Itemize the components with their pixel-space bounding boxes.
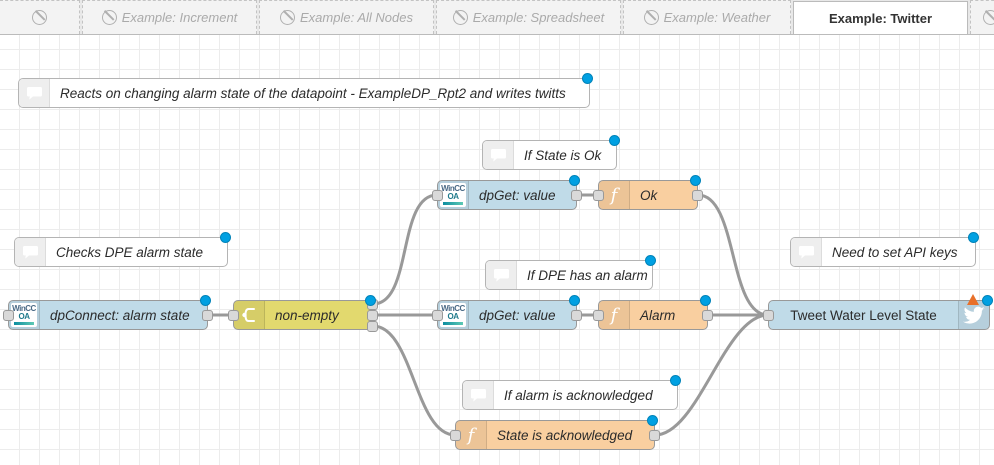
node-output-port[interactable] [367,320,378,332]
node-input-port[interactable] [432,309,443,321]
flow-tab-example-spreadsheet[interactable]: Example: Spreadsheet [436,0,621,34]
node-func-state-ack[interactable]: f State is acknowledged [450,415,660,450]
comment-icon [15,238,46,266]
twitter-bird-icon [958,301,989,329]
node-label: Need to set API keys [832,244,958,260]
node-output-port[interactable] [571,309,582,321]
disabled-flow-icon [32,10,47,25]
node-func-alarm[interactable]: f Alarm [593,295,713,330]
node-comment-state-ok[interactable]: If State is Ok [482,135,620,170]
node-status-dot[interactable] [982,295,993,306]
comment-icon [483,141,514,169]
node-input-port[interactable] [228,309,239,321]
node-label: Tweet Water Level State [790,307,937,323]
comment-icon [791,238,822,266]
node-label: If DPE has an alarm [527,267,648,283]
function-icon: f [456,421,487,449]
node-output-port[interactable] [367,309,378,321]
node-status-dot[interactable] [645,255,656,266]
node-label: Alarm [640,307,676,323]
wire-switch-nonempty-to-dpget-top[interactable] [372,193,438,306]
function-icon: f [599,301,630,329]
node-label: non-empty [275,307,339,323]
node-switch-nonempty[interactable]: non-empty [228,295,378,332]
node-status-dot[interactable] [670,375,681,386]
node-label: If alarm is acknowledged [504,387,653,403]
node-label: If State is Ok [524,147,602,163]
node-status-dot[interactable] [700,295,711,306]
comment-icon [19,79,50,107]
disabled-flow-icon [643,10,659,25]
node-label: dpConnect: alarm state [50,307,190,323]
wire-switch-nonempty-to-func-state-ack[interactable] [372,324,456,437]
node-label: State is acknowledged [497,427,633,443]
comment-icon [463,381,494,409]
node-comment-alarm-ack[interactable]: If alarm is acknowledged [462,375,681,410]
node-status-dot[interactable] [690,175,701,186]
flow-tab-example-increment[interactable]: Example: Increment [82,0,257,34]
flow-tab-example-all-nodes[interactable]: Example: All Nodes [259,0,434,34]
node-label: dpGet: value [479,187,556,203]
svg-text:f: f [466,425,478,445]
node-status-dot[interactable] [609,135,620,146]
flow-tab-label: Example: All Nodes [300,10,413,25]
disabled-flow-icon [452,10,468,25]
node-input-port[interactable] [763,309,774,321]
svg-text:f: f [609,185,621,205]
node-comment-api-keys[interactable]: Need to set API keys [790,232,979,267]
node-comment-checks-dpe[interactable]: Checks DPE alarm state [14,232,231,267]
disabled-flow-icon [280,10,296,25]
node-comment-dpe-alarm[interactable]: If DPE has an alarm [485,255,656,290]
node-status-dot[interactable] [968,232,979,243]
flow-tab-example-twitter[interactable]: Example: Twitter [793,1,968,34]
flow-tab-bar[interactable]: Example: Increment Example: All Nodes Exam… [0,0,994,35]
node-status-dot[interactable] [569,295,580,306]
node-status-dot[interactable] [647,415,658,426]
flow-tab-label: Example: Weather [663,10,771,25]
node-twitter-out[interactable]: Tweet Water Level State [763,294,993,330]
node-input-port[interactable] [3,309,14,321]
node-output-port[interactable] [571,189,582,201]
node-status-dot[interactable] [569,175,580,186]
node-status-dot[interactable] [220,232,231,243]
node-status-dot[interactable] [365,295,376,306]
flow-canvas[interactable]: Reacts on changing alarm state of the da… [0,35,994,465]
node-output-port[interactable] [702,309,713,321]
node-status-dot[interactable] [582,73,593,84]
node-input-port[interactable] [593,189,604,201]
disabled-flow-icon [101,10,117,25]
node-label: Ok [640,187,658,203]
node-output-port[interactable] [649,429,660,441]
switch-icon [234,301,265,329]
node-label: dpGet: value [479,307,556,323]
node-warning-icon [967,294,979,305]
svg-text:f: f [609,305,621,325]
node-input-port[interactable] [432,189,443,201]
comment-icon [486,261,517,289]
disabled-flow-icon [982,10,994,25]
node-func-ok[interactable]: f Ok [593,175,703,210]
flow-tab-label: Example: Spreadsheet [472,10,605,25]
node-status-dot[interactable] [200,295,211,306]
function-icon: f [599,181,630,209]
flow-tab-tab-6[interactable] [970,0,994,34]
node-output-port[interactable] [692,189,703,201]
node-comment-top[interactable]: Reacts on changing alarm state of the da… [18,73,593,108]
node-input-port[interactable] [450,429,461,441]
flow-tab-label: Example: Increment [121,10,238,25]
flow-tab-tab-0[interactable] [0,0,80,34]
node-input-port[interactable] [593,309,604,321]
node-label: Checks DPE alarm state [56,244,204,260]
flow-tab-example-weather[interactable]: Example: Weather [623,0,791,34]
node-label: Reacts on changing alarm state of the da… [60,85,566,101]
node-output-port[interactable] [202,309,213,321]
flow-tab-label: Example: Twitter [828,10,933,26]
